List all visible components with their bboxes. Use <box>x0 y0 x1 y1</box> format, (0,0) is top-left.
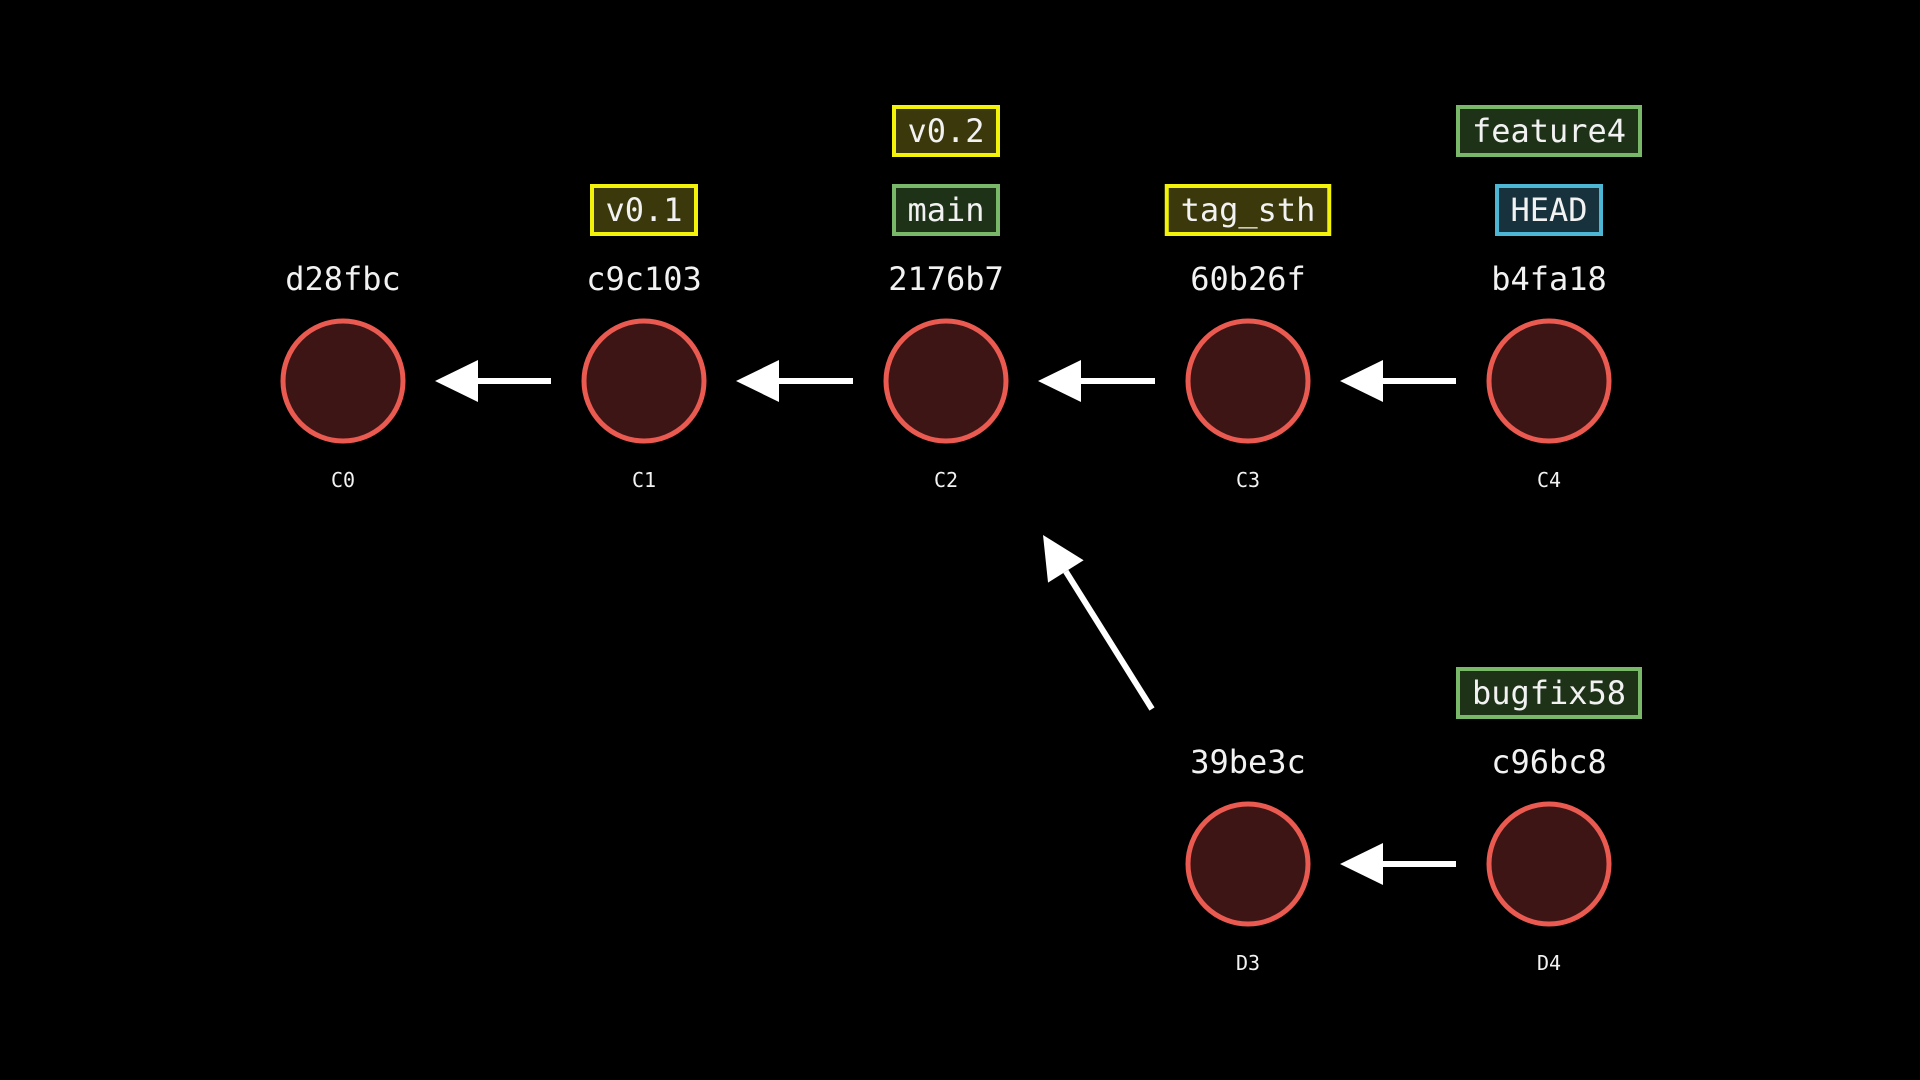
commit-id: D3 <box>1236 951 1260 975</box>
tag-label[interactable]: v0.2 <box>892 105 1000 157</box>
ref-name: feature4 <box>1472 112 1626 150</box>
commit-hash: 60b26f <box>1190 260 1306 298</box>
branch-label[interactable]: bugfix58 <box>1456 667 1642 719</box>
parent-arrow <box>1340 360 1456 402</box>
parent-arrow <box>1038 360 1155 402</box>
commit-node[interactable] <box>1185 801 1311 927</box>
commit-hash: c9c103 <box>586 260 702 298</box>
ref-name: tag_sth <box>1181 191 1316 229</box>
branch-label[interactable]: feature4 <box>1456 105 1642 157</box>
parent-arrow <box>736 360 853 402</box>
tag-label[interactable]: v0.1 <box>590 184 698 236</box>
parent-arrow <box>1340 843 1456 885</box>
ref-name: v0.2 <box>907 112 984 150</box>
commit-id: C3 <box>1236 468 1260 492</box>
ref-name: v0.1 <box>605 191 682 229</box>
commit-node[interactable] <box>581 318 707 444</box>
commit-id: C0 <box>331 468 355 492</box>
commit-node[interactable] <box>1486 318 1612 444</box>
parent-arrow <box>1043 535 1155 711</box>
commit-id: C2 <box>934 468 958 492</box>
branch-label[interactable]: main <box>892 184 1000 236</box>
commit-node[interactable] <box>280 318 406 444</box>
commit-id: C4 <box>1537 468 1561 492</box>
ref-name: main <box>907 191 984 229</box>
ref-name: bugfix58 <box>1472 674 1626 712</box>
commit-node[interactable] <box>883 318 1009 444</box>
commit-hash: 2176b7 <box>888 260 1004 298</box>
commit-node[interactable] <box>1486 801 1612 927</box>
commit-hash: d28fbc <box>285 260 401 298</box>
ref-name: HEAD <box>1510 191 1587 229</box>
commit-id: D4 <box>1537 951 1561 975</box>
parent-arrow <box>435 360 551 402</box>
commit-id: C1 <box>632 468 656 492</box>
commit-node[interactable] <box>1185 318 1311 444</box>
head-label[interactable]: HEAD <box>1495 184 1603 236</box>
tag-label[interactable]: tag_sth <box>1164 184 1332 236</box>
commit-hash: b4fa18 <box>1491 260 1607 298</box>
commit-hash: 39be3c <box>1190 743 1306 781</box>
commit-hash: c96bc8 <box>1491 743 1607 781</box>
